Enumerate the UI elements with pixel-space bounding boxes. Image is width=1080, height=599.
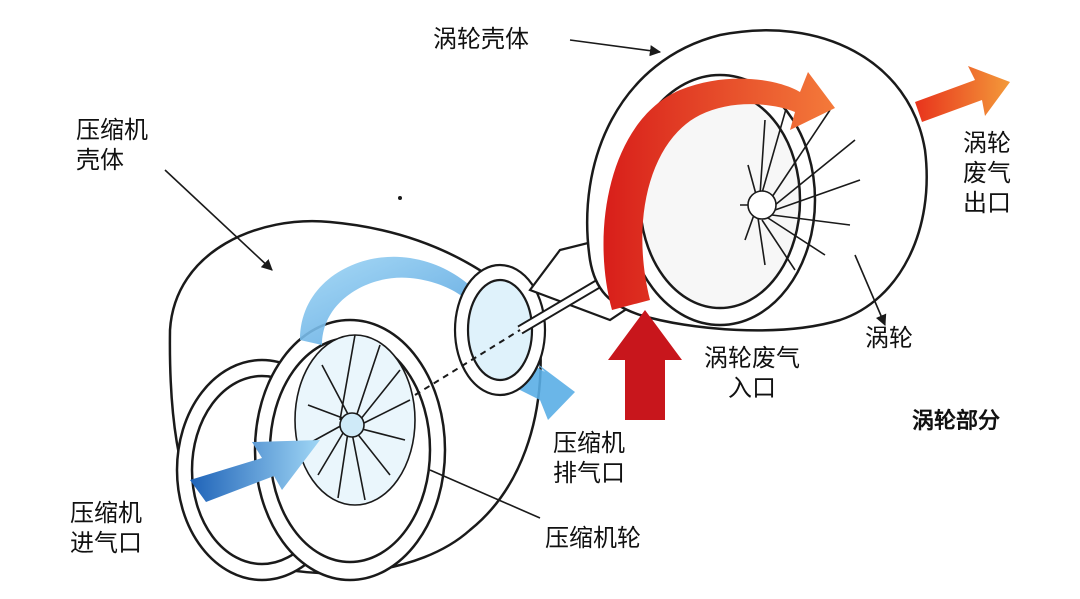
label-turbine-exhaust-inlet: 涡轮废气 入口 — [704, 344, 800, 402]
label-compressor-wheel: 压缩机轮 — [545, 524, 641, 552]
label-compressor-inlet: 压缩机 进气口 — [70, 499, 142, 557]
label-compressor-housing: 压缩机 壳体 — [76, 116, 148, 174]
label-compressor-discharge: 压缩机 排气口 — [553, 429, 625, 487]
label-turbine-exhaust-outlet: 涡轮 废气 出口 — [963, 129, 1011, 217]
label-turbine-housing: 涡轮壳体 — [433, 25, 529, 53]
compressor-wheel-graphic — [294, 334, 416, 506]
leader-lines — [164, 39, 887, 519]
stray-dot — [398, 196, 402, 200]
label-turbine-section: 涡轮部分 — [912, 409, 1001, 434]
hot-exhaust-flow — [603, 66, 1010, 420]
label-turbine-wheel: 涡轮 — [865, 324, 913, 352]
turbine-wheel-graphic — [740, 94, 861, 271]
